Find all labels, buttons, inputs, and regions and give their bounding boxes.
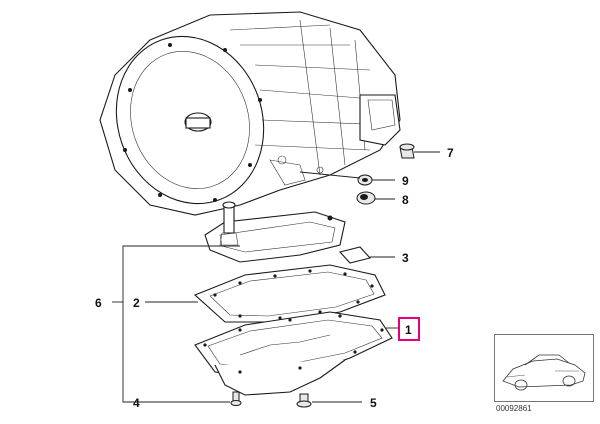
- transmission-housing: [99, 11, 401, 216]
- callout-8[interactable]: 8: [402, 193, 409, 207]
- diagram-id-caption: 00092861: [496, 404, 532, 413]
- vehicle-thumbnail[interactable]: [494, 334, 594, 402]
- callout-2[interactable]: 2: [133, 296, 140, 310]
- callout-1-highlight-box: [398, 317, 420, 341]
- oil-filter-strainer: [204, 201, 346, 263]
- callout-4[interactable]: 4: [133, 396, 140, 410]
- callout-6[interactable]: 6: [95, 296, 102, 310]
- seal-ring-part-9: [357, 174, 373, 186]
- callout-3[interactable]: 3: [402, 251, 409, 265]
- plug-part-7: [399, 143, 415, 159]
- oil-pan-part-1: [194, 311, 393, 396]
- bolt-part-4: [230, 391, 242, 406]
- callout-1[interactable]: 1: [405, 323, 412, 337]
- plug-part-8: [356, 191, 376, 205]
- callout-9[interactable]: 9: [402, 174, 409, 188]
- callout-5[interactable]: 5: [370, 396, 377, 410]
- callout-7[interactable]: 7: [447, 146, 454, 160]
- drain-plug-part-5: [296, 393, 312, 408]
- oil-pan-gasket-part-2: [193, 264, 386, 323]
- small-gasket-part-3: [338, 246, 372, 264]
- car-coupe-icon: [502, 354, 586, 391]
- leader-line-9b: [299, 171, 361, 179]
